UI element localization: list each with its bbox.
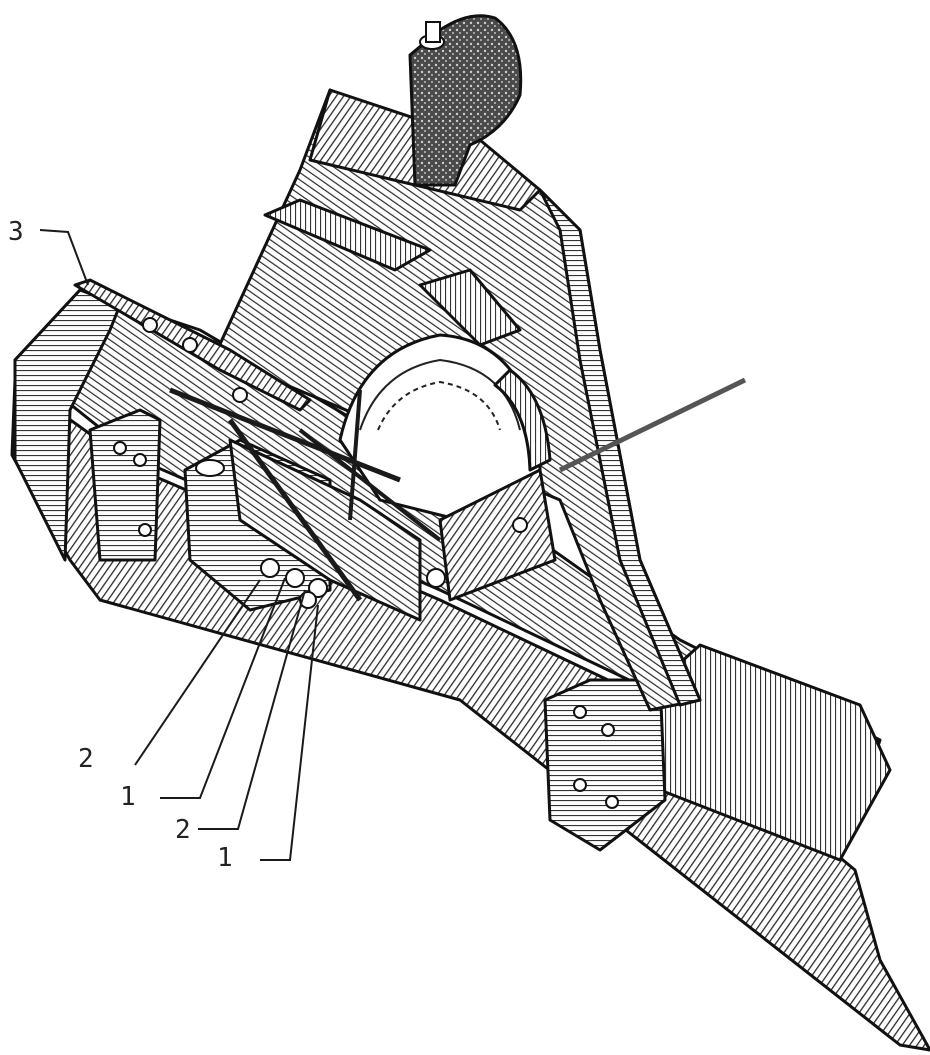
callout-leaders <box>39 229 319 861</box>
callout-2-upper: 2 <box>78 744 94 774</box>
cable-line <box>558 377 747 473</box>
callout-1-upper: 1 <box>120 782 136 812</box>
callout-labels: 3 2 1 2 1 <box>8 217 233 873</box>
callout-1-lower: 1 <box>217 843 233 873</box>
top-handle <box>408 14 523 187</box>
callout-3: 3 <box>8 217 24 247</box>
top-rail <box>73 278 312 412</box>
callout-2-lower: 2 <box>175 815 191 845</box>
inner-mechanism <box>169 387 528 622</box>
